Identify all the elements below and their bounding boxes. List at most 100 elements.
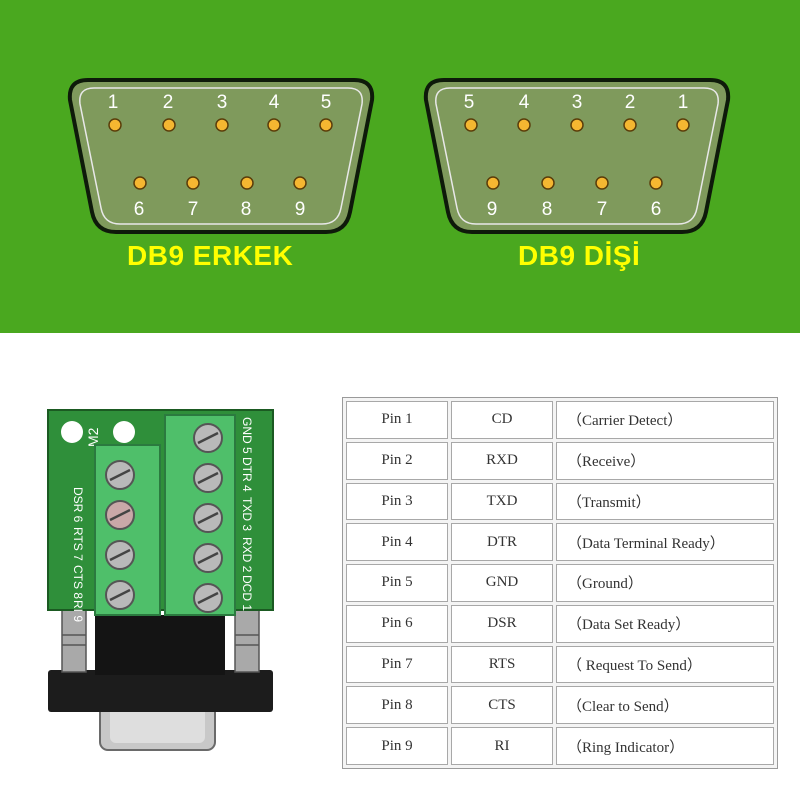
- silkscreen-label: RXD 2: [240, 537, 254, 573]
- pin-number-cell: Pin 1: [346, 401, 448, 439]
- silkscreen-label: RTS 7: [71, 527, 85, 561]
- db9-back-housing: [95, 615, 225, 675]
- signal-name-cell: RTS: [451, 645, 553, 684]
- female-top-pin-label: 4: [519, 92, 530, 113]
- female-pin-2: [623, 118, 637, 132]
- signal-description-cell: （Ring Indicator）: [556, 727, 774, 765]
- silkscreen-label: CTS 8: [71, 565, 85, 599]
- pin-number-cell: Pin 5: [346, 564, 448, 602]
- pin-number-cell: Pin 3: [346, 482, 448, 521]
- male-top-pin-label: 1: [108, 92, 119, 113]
- male-connector-title: DB9 ERKEK: [127, 240, 294, 271]
- female-top-pin-label: 2: [625, 92, 636, 113]
- signal-description-cell: （ Request To Send）: [556, 645, 774, 684]
- female-pin-8: [541, 176, 555, 190]
- male-pin-4: [267, 118, 281, 132]
- pin-number-cell: Pin 7: [346, 645, 448, 684]
- male-pin-8: [240, 176, 254, 190]
- male-pin-5: [319, 118, 333, 132]
- db9-black-body: [48, 670, 273, 712]
- signal-name-cell: DTR: [451, 523, 553, 562]
- female-bottom-pin-label: 9: [487, 199, 498, 220]
- female-pin-7: [595, 176, 609, 190]
- left-silkscreen-labels: DSR 6 RTS 7 CTS 8 RI 9: [71, 487, 85, 622]
- male-bottom-pin-label: 8: [241, 199, 252, 220]
- signal-name-cell: TXD: [451, 482, 553, 521]
- pin-number-cell: Pin 9: [346, 727, 448, 765]
- male-top-pins: 1 2 3 4 5: [108, 92, 333, 132]
- female-pin-9: [486, 176, 500, 190]
- male-top-pin-label: 2: [163, 92, 174, 113]
- right-silkscreen-labels: GND 5 DTR 4 TXD 3 RXD 2 DCD 1: [240, 417, 254, 611]
- silkscreen-label: TXD 3: [240, 497, 254, 531]
- connector-banner: 1 2 3 4 5 6 7 8 9 5 4 3 2 1: [0, 0, 800, 333]
- male-pin-2: [162, 118, 176, 132]
- male-top-pin-label: 5: [321, 92, 332, 113]
- silkscreen-label: GND 5: [240, 417, 254, 454]
- female-connector-title: DB9 DİŞİ: [518, 240, 641, 271]
- male-pin-9: [293, 176, 307, 190]
- signal-name-cell: GND: [451, 564, 553, 602]
- male-pin-1: [108, 118, 122, 132]
- female-pin-4: [517, 118, 531, 132]
- mounting-hole: [113, 421, 135, 443]
- silkscreen-label: DSR 6: [71, 487, 85, 523]
- signal-name-cell: RI: [451, 727, 553, 765]
- connector-diagram: 1 2 3 4 5 6 7 8 9 5 4 3 2 1: [0, 0, 800, 333]
- male-connector-shell: [67, 78, 375, 234]
- signal-name-cell: DSR: [451, 604, 553, 643]
- board-model-label: M2: [85, 427, 101, 447]
- female-pin-6: [649, 176, 663, 190]
- male-bottom-pin-label: 6: [134, 199, 145, 220]
- signal-name-cell: CD: [451, 401, 553, 439]
- female-pin-1: [676, 118, 690, 132]
- mounting-hole: [61, 421, 83, 443]
- left-standoff-screw: [61, 609, 87, 673]
- female-bottom-pin-label: 8: [542, 199, 553, 220]
- pin-number-cell: Pin 2: [346, 441, 448, 480]
- pin-number-cell: Pin 8: [346, 686, 448, 725]
- male-pin-7: [186, 176, 200, 190]
- right-terminal-screws: [193, 423, 223, 613]
- female-top-pin-label: 1: [678, 92, 689, 113]
- right-standoff-screw: [234, 609, 260, 673]
- signal-description-cell: （Receive）: [556, 441, 774, 480]
- signal-description-cell: （Transmit）: [556, 482, 774, 521]
- silkscreen-label: DCD 1: [240, 575, 254, 611]
- female-bottom-pin-label: 6: [651, 199, 662, 220]
- signal-description-cell: （Data Set Ready）: [556, 604, 774, 643]
- male-top-pin-label: 4: [269, 92, 280, 113]
- signal-description-cell: （Data Terminal Ready）: [556, 523, 774, 562]
- female-bottom-pins: 9 8 7 6: [486, 176, 663, 220]
- female-top-pin-label: 5: [464, 92, 475, 113]
- silkscreen-label: DTR 4: [240, 457, 254, 492]
- pin-number-cell: Pin 6: [346, 604, 448, 643]
- male-pin-6: [133, 176, 147, 190]
- female-pin-5: [464, 118, 478, 132]
- female-top-pins: 5 4 3 2 1: [464, 92, 690, 132]
- left-terminal-screws: [105, 460, 135, 610]
- male-top-pin-label: 3: [217, 92, 228, 113]
- pin-number-cell: Pin 4: [346, 523, 448, 562]
- silkscreen-label: RI 9: [71, 600, 85, 622]
- male-bottom-pins: 6 7 8 9: [133, 176, 307, 220]
- male-shell-inner-outline: [79, 87, 363, 225]
- female-pin-3: [570, 118, 584, 132]
- female-bottom-pin-label: 7: [597, 199, 608, 220]
- male-bottom-pin-label: 7: [188, 199, 199, 220]
- signal-name-cell: CTS: [451, 686, 553, 725]
- signal-description-cell: （Clear to Send）: [556, 686, 774, 725]
- female-top-pin-label: 3: [572, 92, 583, 113]
- male-bottom-pin-label: 9: [295, 199, 306, 220]
- db9-terminal-adapter-board: M2 DSR 6 RTS 7 CTS 8 RI 9 GND 5 DTR 4 TX: [47, 409, 274, 751]
